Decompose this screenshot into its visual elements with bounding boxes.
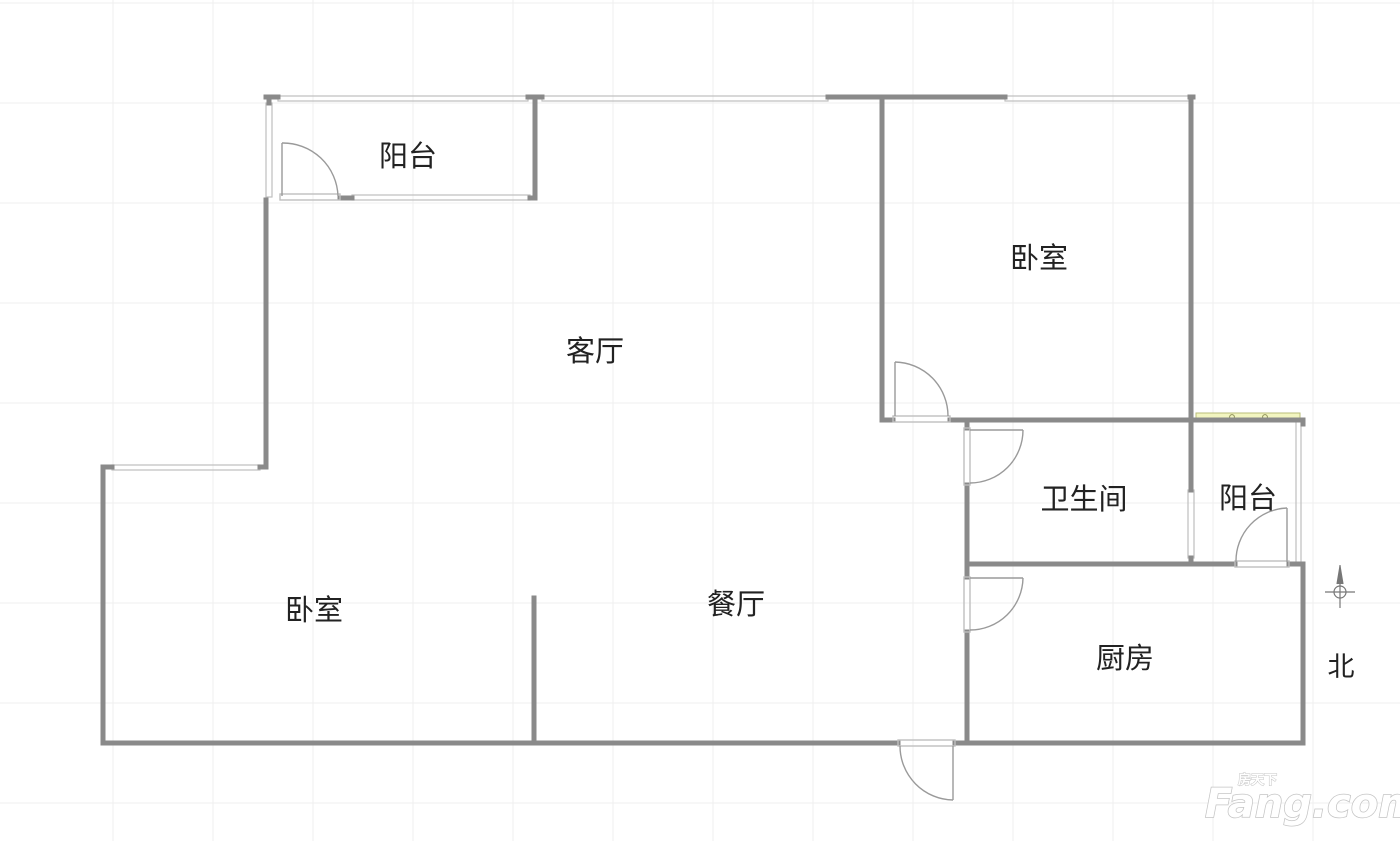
window-balcony-south	[351, 194, 531, 201]
window-bedroom-west-north	[111, 464, 261, 471]
room-label-bedroom-west: 卧室	[285, 593, 343, 627]
watermark-logo: 房天下 Fang.com	[1204, 772, 1400, 828]
windows	[111, 95, 1195, 559]
door-bedroom-east	[892, 361, 951, 423]
walls	[100, 94, 1306, 746]
door-kitchen	[963, 576, 1024, 633]
window-balcony-west	[265, 102, 273, 198]
room-label-kitchen: 厨房	[1096, 641, 1154, 675]
watermark-tagline: 房天下	[1238, 772, 1277, 788]
doors	[279, 142, 1290, 801]
door-entrance	[897, 739, 956, 801]
room-label-dining-room: 餐厅	[707, 587, 765, 621]
room-label-balcony-north: 阳台	[379, 139, 437, 173]
north-arrow-icon	[1325, 565, 1355, 608]
room-label-living-room: 客厅	[566, 334, 624, 368]
door-bathroom	[963, 427, 1024, 486]
room-label-balcony-east: 阳台	[1219, 481, 1277, 515]
window-bedroom-east-north	[1004, 95, 1191, 102]
room-label-bathroom: 卫生间	[1040, 482, 1127, 516]
watermark-brand: Fang.com	[1205, 781, 1400, 827]
door-balcony-north	[279, 142, 341, 201]
window-balcony-north	[277, 95, 529, 102]
room-label-bedroom-east: 卧室	[1010, 241, 1068, 275]
window-balcony-east-partition	[1187, 489, 1195, 559]
window-living-north	[541, 95, 829, 102]
door-balcony-east	[1234, 507, 1290, 568]
north-label: 北	[1328, 652, 1355, 683]
